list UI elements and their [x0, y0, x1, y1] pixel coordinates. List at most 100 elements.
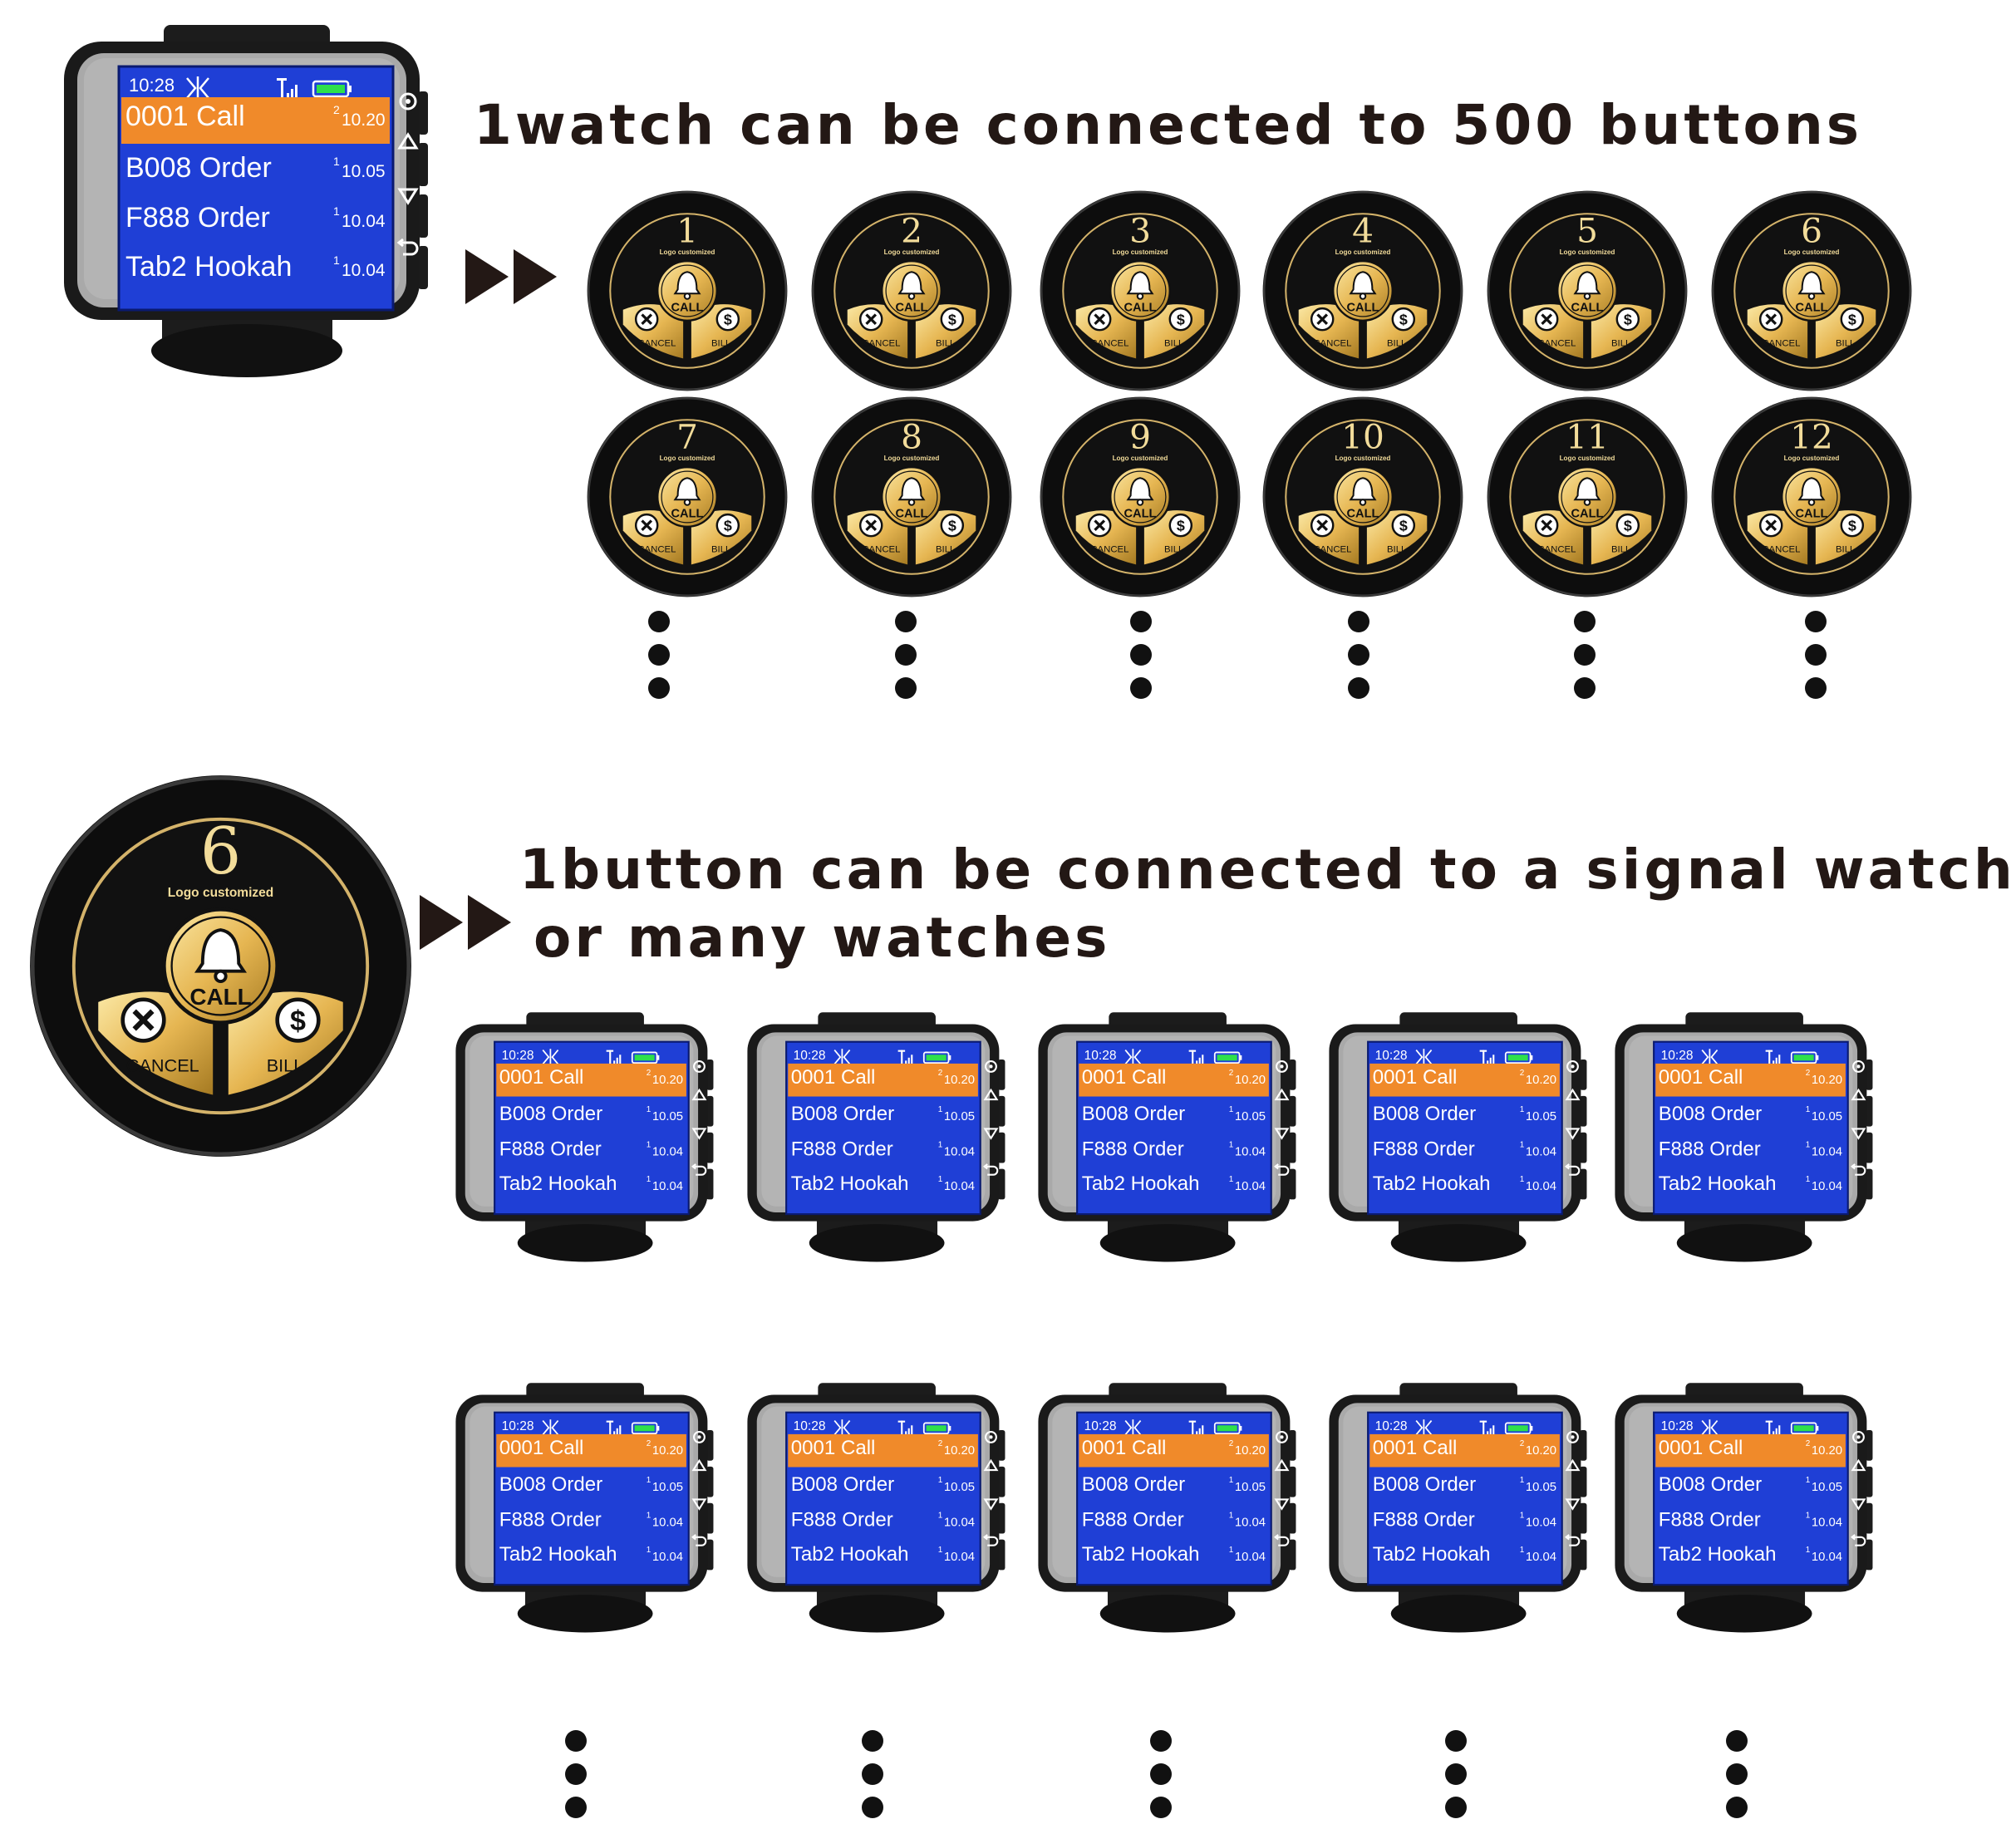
bell-icon [1797, 271, 1826, 300]
watch-row-time: 10.04 [1235, 1180, 1266, 1193]
vibrate-icon [1701, 1049, 1719, 1066]
cancel-label: CANCEL [126, 1055, 199, 1076]
call-button-3: 3 Logo customized CALL $ CANCEL BILL [1039, 189, 1242, 396]
bill-label: BILL [711, 339, 730, 349]
close-icon [1758, 307, 1783, 332]
return-icon [396, 238, 419, 256]
watch-row-count: 1 [1229, 1140, 1234, 1149]
watch-row-label: B008 Order [791, 1103, 894, 1125]
gear-icon [1852, 1431, 1865, 1443]
up-triangle-icon [983, 1458, 999, 1472]
watch-row-count: 1 [1229, 1476, 1234, 1485]
bell-icon [194, 928, 248, 984]
bill-label: BILL [1611, 339, 1630, 349]
watch-row-count: 1 [938, 1175, 943, 1184]
watch-row-label: Tab2 Hookah [1082, 1173, 1200, 1195]
watch-row-highlight [788, 1433, 978, 1468]
arrow-icon-top [465, 249, 557, 304]
battery-icon [631, 1422, 660, 1435]
gear-icon [693, 1431, 706, 1443]
dots-icon [893, 609, 918, 705]
watch-row-count: 1 [1806, 1476, 1811, 1485]
watch-time: 10:28 [1375, 1049, 1408, 1063]
watch-row-label: Tab2 Hookah [125, 251, 292, 283]
watch-row-label: 0001 Call [1659, 1066, 1743, 1089]
vibrate-icon [1124, 1419, 1142, 1437]
watch-row-label: Tab2 Hookah [1659, 1543, 1777, 1566]
watch-row-highlight [1655, 1433, 1846, 1468]
cancel-label: CANCEL [862, 545, 900, 555]
gear-icon [985, 1431, 997, 1443]
return-icon [691, 1163, 707, 1176]
watch-row-highlight [1369, 1063, 1560, 1097]
bill-label: BILL [936, 339, 955, 349]
bill-label: BILL [267, 1055, 304, 1076]
watch-row-label: 0001 Call [1082, 1066, 1167, 1089]
close-icon [858, 513, 883, 538]
call-label: CALL [1347, 507, 1379, 520]
dollar-icon: $ [1615, 307, 1640, 332]
watch-row-time: 10.20 [1812, 1444, 1842, 1458]
svg-text:$: $ [724, 312, 732, 328]
signal-icon [606, 1420, 622, 1435]
dots-icon [1724, 1728, 1749, 1824]
watch-row-label: B008 Order [499, 1473, 602, 1496]
dollar-icon: $ [715, 307, 740, 332]
bill-label: BILL [1836, 339, 1855, 349]
watch-row-label: Tab2 Hookah [1373, 1173, 1491, 1195]
vibrate-icon [833, 1049, 851, 1066]
up-triangle-icon [1274, 1088, 1290, 1101]
watch-row-count: 2 [1806, 1439, 1811, 1448]
watch-row-label: F888 Order [125, 202, 270, 234]
call-label: CALL [896, 507, 928, 520]
down-triangle-icon [983, 1498, 999, 1511]
watch-row-count: 2 [1520, 1069, 1525, 1078]
gear-icon [693, 1060, 706, 1073]
close-icon [1087, 307, 1112, 332]
dots-icon [860, 1728, 885, 1824]
dots-icon [563, 1728, 588, 1824]
svg-text:$: $ [1177, 312, 1185, 328]
watch-row-time: 10.04 [1526, 1551, 1556, 1564]
svg-text:$: $ [724, 518, 732, 534]
bell-icon [897, 271, 926, 300]
battery-icon [1213, 1051, 1242, 1064]
watch-row-time: 10.20 [1235, 1074, 1266, 1087]
dots-icon [647, 609, 671, 705]
bill-label: BILL [1164, 339, 1183, 349]
watch-row-label: B008 Order [1373, 1473, 1476, 1496]
down-triangle-icon [1851, 1498, 1866, 1511]
watch-row-time: 10.04 [1812, 1145, 1842, 1158]
svg-text:$: $ [1848, 518, 1856, 534]
button-logo-text: Logo customized [1560, 248, 1615, 256]
svg-text:$: $ [1399, 518, 1408, 534]
button-number: 6 [200, 814, 241, 889]
watch-row-time: 10.20 [342, 111, 386, 130]
down-triangle-icon [1565, 1498, 1581, 1511]
watch-row-time: 10.04 [1812, 1180, 1842, 1193]
watch-row-time: 10.20 [1526, 1074, 1556, 1087]
gear-icon [1566, 1060, 1579, 1073]
button-number: 6 [1801, 210, 1822, 250]
cancel-label: CANCEL [1762, 339, 1800, 349]
watch-row-label: 0001 Call [499, 1437, 584, 1459]
watch-row-time: 10.04 [1526, 1145, 1556, 1158]
watch-row-time: 10.05 [1812, 1110, 1842, 1123]
watch-row-label: F888 Order [791, 1138, 893, 1160]
watch-row-label: B008 Order [1082, 1473, 1185, 1496]
cancel-label: CANCEL [862, 339, 900, 349]
return-icon [1850, 1163, 1866, 1176]
dollar-icon: $ [1168, 513, 1193, 538]
watch-row-count: 1 [1520, 1476, 1525, 1485]
watch-time: 10:28 [1661, 1049, 1694, 1063]
cancel-label: CANCEL [1313, 339, 1351, 349]
watch-row-highlight [788, 1063, 978, 1097]
down-triangle-icon [1565, 1128, 1581, 1140]
watch-row-label: F888 Order [1082, 1508, 1184, 1531]
watch-row-time: 10.04 [944, 1551, 975, 1564]
watch-row-time: 10.04 [1526, 1180, 1556, 1193]
